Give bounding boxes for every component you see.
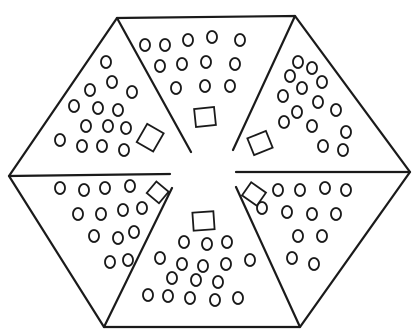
seed [177,58,187,70]
seed [235,34,245,46]
seed [285,70,295,82]
seed [278,90,288,102]
seed [103,120,113,132]
seed [160,39,170,51]
seed [257,202,267,214]
seed [309,258,319,270]
seed [207,31,217,43]
seed [177,258,187,270]
seed [79,184,89,196]
seed [107,76,117,88]
seed [222,236,232,248]
square-bottom [192,211,214,230]
section-top [140,31,245,94]
seed [129,226,139,238]
seed [191,274,201,286]
section-upper-left [55,56,137,156]
seed [97,140,107,152]
seed [125,180,135,192]
seed [233,292,243,304]
seed [113,232,123,244]
seed [77,140,87,152]
seed [155,60,165,72]
seed [140,39,150,51]
seed [167,272,177,284]
seed [282,206,292,218]
seed [179,236,189,248]
section-lower-left [55,180,147,268]
seed [210,294,220,306]
seed [202,238,212,250]
seed [295,184,305,196]
seed [171,82,181,94]
divider-left [9,174,170,176]
square-upper-left [137,124,164,152]
seed [331,208,341,220]
seed [287,252,297,264]
seed [317,230,327,242]
seed [93,102,103,114]
seed [55,134,65,146]
seed [225,80,235,92]
seed [293,230,303,242]
seed [155,252,165,264]
seed [81,120,91,132]
seed [89,230,99,242]
seed [121,122,131,134]
seed [127,86,137,98]
seed [96,208,106,220]
seed [341,184,351,196]
seed [221,258,231,270]
seed [201,56,211,68]
seed [69,100,79,112]
seed [100,182,110,194]
square-top [194,107,216,127]
seed [341,126,351,138]
seed [313,96,323,108]
seed [73,208,83,220]
seed [273,184,283,196]
seed [123,254,133,266]
section-lower-right [257,182,351,270]
seed [331,104,341,116]
seed [118,204,128,216]
seed [143,289,153,301]
section-upper-right [278,56,351,156]
seed [297,82,307,94]
seed [213,276,223,288]
square-upper-right [247,131,272,155]
seed [119,144,129,156]
seed [279,116,289,128]
seed [292,106,302,118]
seed [185,292,195,304]
seed [230,58,240,70]
section-bottom [143,236,255,306]
hub-squares [137,107,273,231]
seed [338,144,348,156]
seed [101,56,111,68]
seed [307,208,317,220]
seed [55,182,65,194]
divider-top-right [233,16,295,150]
seed [317,76,327,88]
seed [163,290,173,302]
seed [105,256,115,268]
seed [137,202,147,214]
seed [245,254,255,266]
seed [183,34,193,46]
seed [307,120,317,132]
seed [113,104,123,116]
seed [200,80,210,92]
seed [85,84,95,96]
seed [320,182,330,194]
seed [293,56,303,68]
seed [307,62,317,74]
seed [198,260,208,272]
seed [318,140,328,152]
